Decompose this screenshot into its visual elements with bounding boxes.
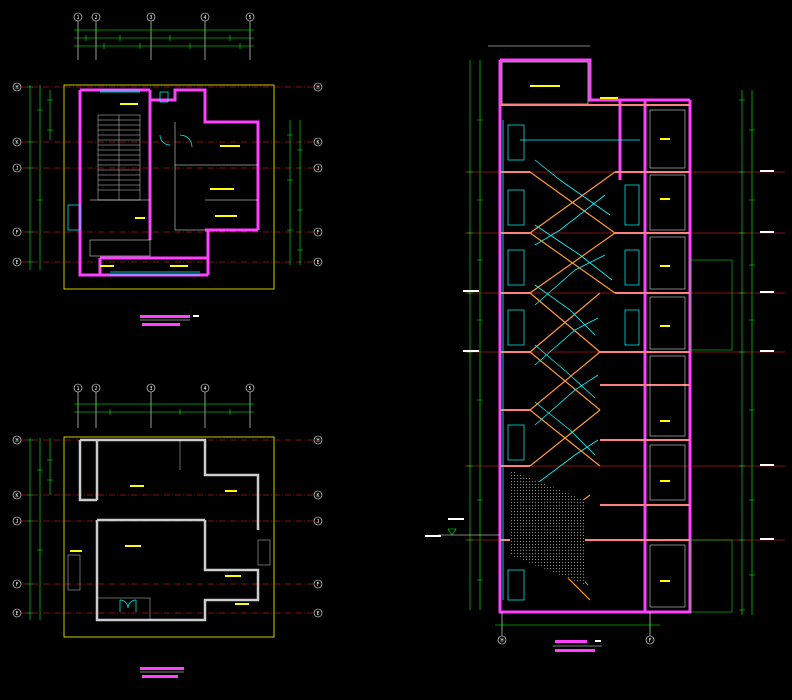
- section-slabs: [500, 104, 690, 541]
- section-hatch: [510, 470, 585, 585]
- grid-label: K: [316, 140, 319, 146]
- floor-plan-lower: 1 2 3 4 5 H K J F E H K J F E: [12, 383, 323, 678]
- grid-label: E: [316, 260, 319, 266]
- grid-label: K: [15, 140, 18, 146]
- plan-b-title: [140, 667, 184, 678]
- grid-label: H: [316, 438, 319, 444]
- section-walls: [498, 58, 692, 614]
- grid-label: 2: [94, 15, 97, 21]
- grid-label: K: [316, 493, 319, 499]
- plan-b-grid-top: [73, 383, 255, 428]
- grid-label: J: [316, 519, 319, 525]
- grid-label: H: [15, 438, 18, 444]
- grid-label: F: [316, 230, 319, 236]
- plan-a-stair: [97, 114, 141, 201]
- plan-b-annotations: [70, 485, 249, 605]
- grid-label: F: [648, 638, 651, 644]
- plan-b-walls: [78, 438, 260, 622]
- plan-a-annotations: [100, 103, 240, 267]
- grid-label: E: [15, 611, 18, 617]
- floor-plan-upper: 1 2 3 4 5 H K J F E H K J: [12, 12, 323, 326]
- plan-b-doors: [119, 599, 137, 612]
- grid-label: 2: [94, 386, 97, 392]
- plan-a-axis-lines: [21, 86, 314, 263]
- grid-label: 4: [203, 15, 206, 21]
- grid-label: E: [316, 611, 319, 617]
- grid-label: H: [15, 85, 18, 91]
- grid-label: J: [316, 166, 319, 172]
- grid-label: 1: [76, 386, 79, 392]
- grid-label: 5: [248, 15, 251, 21]
- plan-b-dimensions-top: [74, 401, 254, 415]
- grid-label: 4: [203, 386, 206, 392]
- grid-label: E: [15, 260, 18, 266]
- grid-label: J: [15, 166, 18, 172]
- section-room-labels: [530, 85, 670, 582]
- grid-label: F: [15, 582, 18, 588]
- grid-label: F: [15, 230, 18, 236]
- grid-label: F: [316, 582, 319, 588]
- plan-a-dimensions-top: [74, 27, 254, 49]
- section-title: [553, 640, 602, 652]
- grid-label: H: [500, 638, 503, 644]
- section-ground-marker: [438, 528, 500, 536]
- plan-a-title: [140, 315, 199, 326]
- grid-label: K: [15, 493, 18, 499]
- grid-label: 5: [248, 386, 251, 392]
- grid-label: 1: [76, 15, 79, 21]
- section-rooms: [649, 109, 733, 613]
- grid-label: 3: [149, 15, 152, 21]
- plan-a-windows: [67, 89, 200, 276]
- grid-label: 3: [149, 386, 152, 392]
- plan-a-dimensions-side: [27, 85, 303, 270]
- plan-b-dimensions-side: [27, 438, 53, 620]
- building-section: H F: [425, 45, 785, 652]
- section-windows: [507, 124, 640, 601]
- plan-b-partitions: [67, 440, 271, 620]
- grid-label: H: [316, 85, 319, 91]
- section-dim-right: [739, 90, 755, 615]
- section-dim-bottom: [495, 622, 660, 628]
- grid-label: J: [15, 519, 18, 525]
- section-level-marks: [425, 170, 774, 540]
- section-dim-left: [467, 60, 483, 610]
